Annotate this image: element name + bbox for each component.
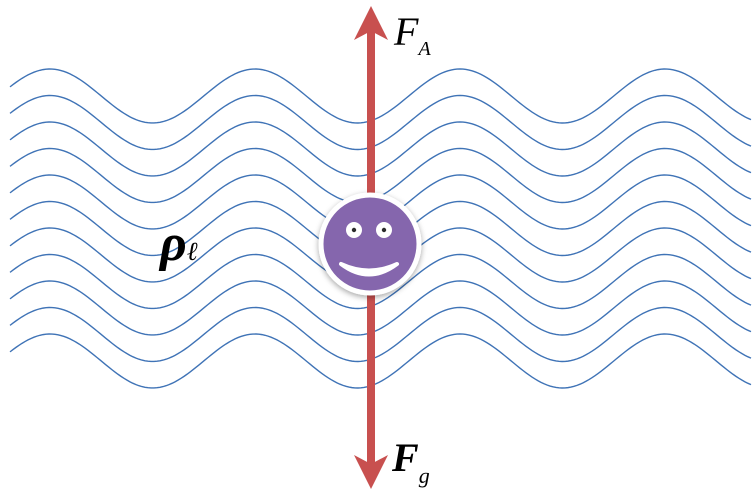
wave-line (9, 253, 752, 310)
smiley-face-features (339, 222, 399, 277)
gravity-force-arrowhead (354, 455, 388, 489)
wave-line (9, 280, 752, 336)
smile (339, 262, 399, 277)
wave-line (9, 306, 752, 363)
wave-line (9, 333, 752, 389)
right-pupil (381, 227, 387, 233)
smiley-face-icon (318, 192, 422, 296)
floating-object (318, 192, 422, 296)
buoyant-force-arrowhead (354, 6, 388, 40)
liquid-density-label: ρℓ (158, 215, 198, 272)
buoyant-force-label: FA (393, 9, 431, 60)
gravity-force-label: Fg (391, 435, 430, 488)
wave-line (9, 68, 752, 124)
wave-line (9, 94, 752, 151)
left-pupil (351, 227, 357, 233)
wave-line (9, 121, 752, 177)
